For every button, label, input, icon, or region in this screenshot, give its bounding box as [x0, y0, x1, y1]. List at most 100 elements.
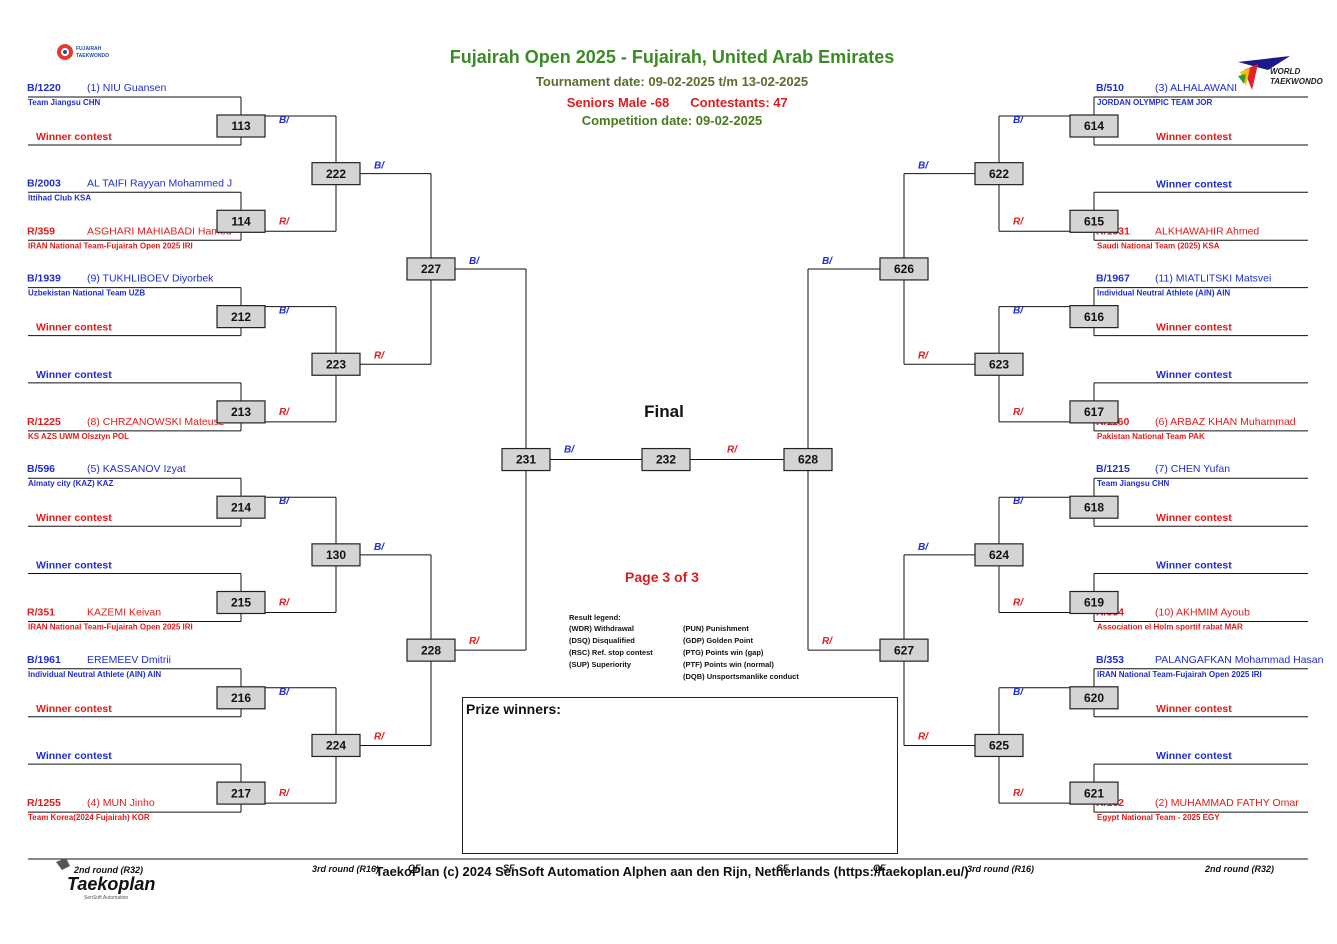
competitor-code: B/596: [27, 463, 55, 475]
winner-contest-label: Winner contest: [1156, 750, 1232, 762]
brand-name: Taekoplan: [67, 874, 155, 894]
match-box: 626: [879, 257, 929, 281]
winner-contest-label: Winner contest: [36, 703, 112, 715]
match-box: 628: [783, 447, 833, 472]
competitor-team: Individual Neutral Athlete (AIN) AIN: [28, 670, 161, 679]
match-number: 232: [656, 453, 676, 467]
match-box: 217: [216, 781, 266, 805]
bracket-lines: [28, 96, 1308, 813]
corner-tag: B/: [374, 542, 385, 553]
competitor-team: Team Jiangsu CHN: [1097, 479, 1170, 488]
match-number: 622: [989, 167, 1009, 181]
corner-tag: B/: [279, 115, 290, 126]
legend-item: (GDP) Golden Point: [683, 636, 753, 645]
corner-tag: R/: [822, 636, 833, 647]
match-number: 114: [231, 214, 251, 228]
round-label-mid-right: 3rd round (R16): [967, 864, 1034, 874]
competitor-name: (8) CHRZANOWSKI Mateusz: [87, 416, 224, 428]
svg-text:WORLD: WORLD: [1270, 67, 1300, 76]
competitor-name: (2) MUHAMMAD FATHY Omar: [1155, 797, 1299, 809]
contestants-label: Contestants: 47: [690, 95, 788, 110]
winner-contest-label: Winner contest: [1156, 131, 1232, 143]
match-number: 621: [1084, 786, 1104, 800]
round-label-right: 2nd round (R32): [1204, 864, 1274, 874]
competitor-name: PALANGAFKAN Mohammad Hasan: [1155, 654, 1324, 666]
competitor-name: AL TAIFI Rayyan Mohammed J: [87, 177, 232, 189]
match-number: 619: [1084, 596, 1104, 610]
match-box: 619: [1069, 590, 1119, 615]
match-number: 628: [798, 453, 818, 467]
match-number: 614: [1084, 119, 1104, 133]
competitor-name: (3) ALHALAWANI: [1155, 82, 1237, 94]
corner-tag: R/: [279, 598, 290, 609]
winner-contest-label: Winner contest: [36, 369, 112, 381]
match-number: 627: [894, 643, 914, 657]
competitor-code: B/510: [1096, 82, 1124, 94]
match-box: 223: [311, 352, 361, 376]
corner-tag: R/: [918, 350, 929, 361]
match-box: 617: [1069, 400, 1119, 424]
winner-contest-label: Winner contest: [1156, 512, 1232, 524]
corner-tag: R/: [374, 731, 385, 742]
tournament-date: Tournament date: 09-02-2025 t/m 13-02-20…: [536, 74, 808, 89]
competitor-team: Team Korea(2024 Fujairah) KOR: [28, 813, 150, 822]
corner-tag: R/: [374, 350, 385, 361]
match-number: 231: [516, 453, 536, 467]
corner-tag: R/: [1013, 598, 1024, 609]
competitor-team: Team Jiangsu CHN: [28, 98, 101, 107]
competitor-code: B/1961: [27, 654, 61, 666]
corner-tag: B/: [564, 445, 575, 456]
match-number: 222: [326, 167, 346, 181]
corner-tag: B/: [279, 496, 290, 507]
match-boxes: 1131142122132142152162172222231302242272…: [216, 114, 1119, 805]
winner-contest-label: Winner contest: [36, 750, 112, 762]
match-box: 224: [311, 733, 361, 758]
competitor-name: (9) TUKHLIBOEV Diyorbek: [87, 273, 214, 285]
competitor-code: B/1220: [27, 82, 61, 94]
page-title: Fujairah Open 2025 - Fujairah, United Ar…: [450, 47, 894, 67]
match-box: 228: [406, 638, 456, 662]
competitor-name: ALKHAWAHIR Ahmed: [1155, 225, 1259, 237]
competitor-code: B/1967: [1096, 273, 1130, 285]
legend-title: Result legend:: [569, 613, 621, 622]
legend-item: (RSC) Ref. stop contest: [569, 648, 653, 657]
corner-tag: R/: [727, 445, 738, 456]
match-number: 113: [231, 119, 251, 133]
match-box: 231: [501, 447, 551, 472]
world-taekwondo-logo: WORLD TAEKWONDO: [1238, 56, 1324, 90]
legend-left-column: (WDR) Withdrawal (DSQ) Disqualified (RSC…: [569, 623, 683, 683]
competitor-code: R/359: [27, 225, 55, 237]
competitor-name: (10) AKHMIM Ayoub: [1155, 607, 1250, 619]
prize-winners-title: Prize winners:: [466, 701, 561, 717]
match-number: 227: [421, 262, 441, 276]
legend-item: (DQB) Unsportsmanlike conduct: [683, 672, 799, 681]
match-box: 625: [974, 733, 1024, 758]
match-box: 615: [1069, 209, 1119, 233]
winner-contest-label: Winner contest: [36, 131, 112, 143]
match-box: 621: [1069, 781, 1119, 805]
competitor-name: EREMEEV Dmitrii: [87, 654, 171, 666]
competitor-team: Association el Holm sportif rabat MAR: [1097, 623, 1243, 632]
competitor-team: Individual Neutral Athlete (AIN) AIN: [1097, 289, 1230, 298]
fujairah-logo: FUJAIRAH TAEKWONDO: [57, 44, 109, 60]
round-mark-qf-left: QF: [408, 863, 421, 873]
round-mark-sf-left: SF: [503, 863, 515, 873]
competitor-code: B/1215: [1096, 463, 1130, 475]
round-mark-sf-right: SF: [777, 863, 789, 873]
corner-tag: R/: [918, 731, 929, 742]
corner-tag: B/: [1013, 687, 1024, 698]
svg-text:FUJAIRAH: FUJAIRAH: [76, 46, 102, 52]
legend-right-column: (PUN) Punishment (GDP) Golden Point (PTG…: [683, 623, 799, 683]
competitor-team: Almaty city (KAZ) KAZ: [28, 479, 113, 488]
match-number: 224: [326, 739, 346, 753]
match-number: 216: [231, 691, 251, 705]
competitor-code: R/351: [27, 607, 55, 619]
corner-tag: R/: [469, 636, 480, 647]
competitor-name: (5) KASSANOV Izyat: [87, 463, 186, 475]
round-mark-qf-right: QF: [873, 863, 886, 873]
corner-tag: B/: [1013, 496, 1024, 507]
competitor-team: Egypt National Team - 2025 EGY: [1097, 813, 1220, 822]
competitor-code: B/1939: [27, 273, 61, 285]
match-box: 622: [974, 162, 1024, 186]
match-box: 222: [311, 162, 361, 186]
